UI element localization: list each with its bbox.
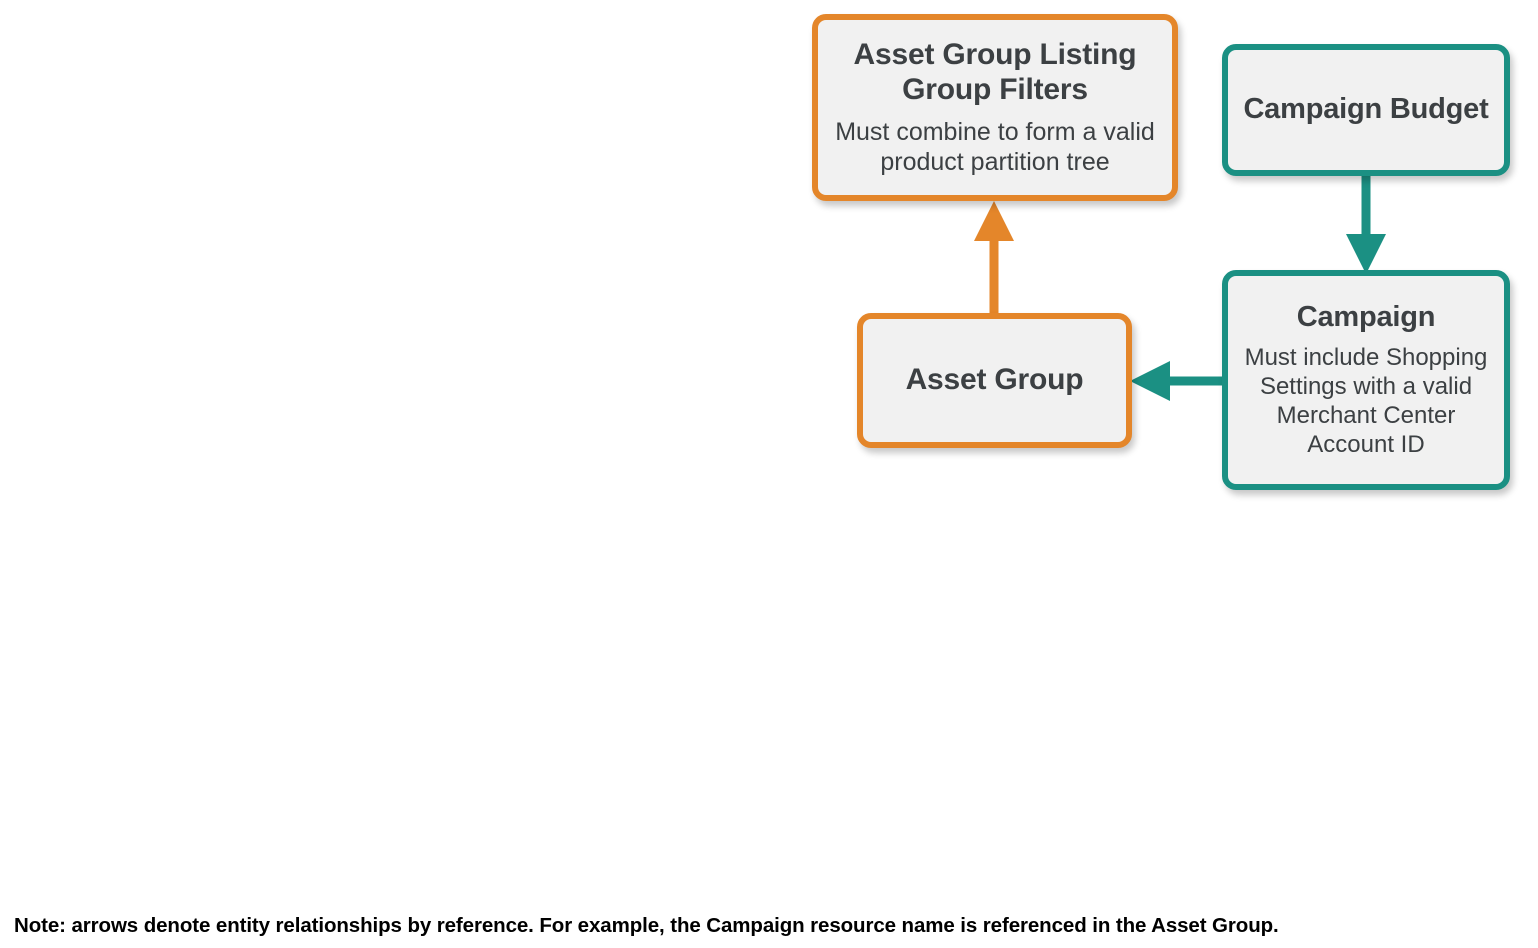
node-title: Asset Group Listing Group Filters bbox=[853, 38, 1137, 106]
edge-asset-group-to-listing-group-filters bbox=[966, 195, 1022, 320]
edge-campaign-to-asset-group bbox=[1118, 355, 1236, 407]
node-title: Campaign bbox=[1296, 300, 1436, 333]
node-title: Campaign Budget bbox=[1243, 93, 1489, 126]
node-title: Asset Group bbox=[905, 363, 1084, 397]
node-subtitle: Must combine to form a valid product par… bbox=[835, 117, 1155, 176]
node-asset-group[interactable]: Asset Group bbox=[857, 313, 1132, 448]
node-campaign[interactable]: Campaign Must include Shopping Settings … bbox=[1222, 270, 1510, 490]
diagram-footnote: Note: arrows denote entity relationships… bbox=[14, 914, 1279, 937]
node-asset-group-listing-group-filters[interactable]: Asset Group Listing Group Filters Must c… bbox=[812, 14, 1178, 201]
node-subtitle: Must include Shopping Settings with a va… bbox=[1244, 344, 1488, 458]
node-campaign-budget[interactable]: Campaign Budget bbox=[1222, 44, 1510, 176]
edge-campaign-budget-to-campaign bbox=[1338, 170, 1394, 280]
